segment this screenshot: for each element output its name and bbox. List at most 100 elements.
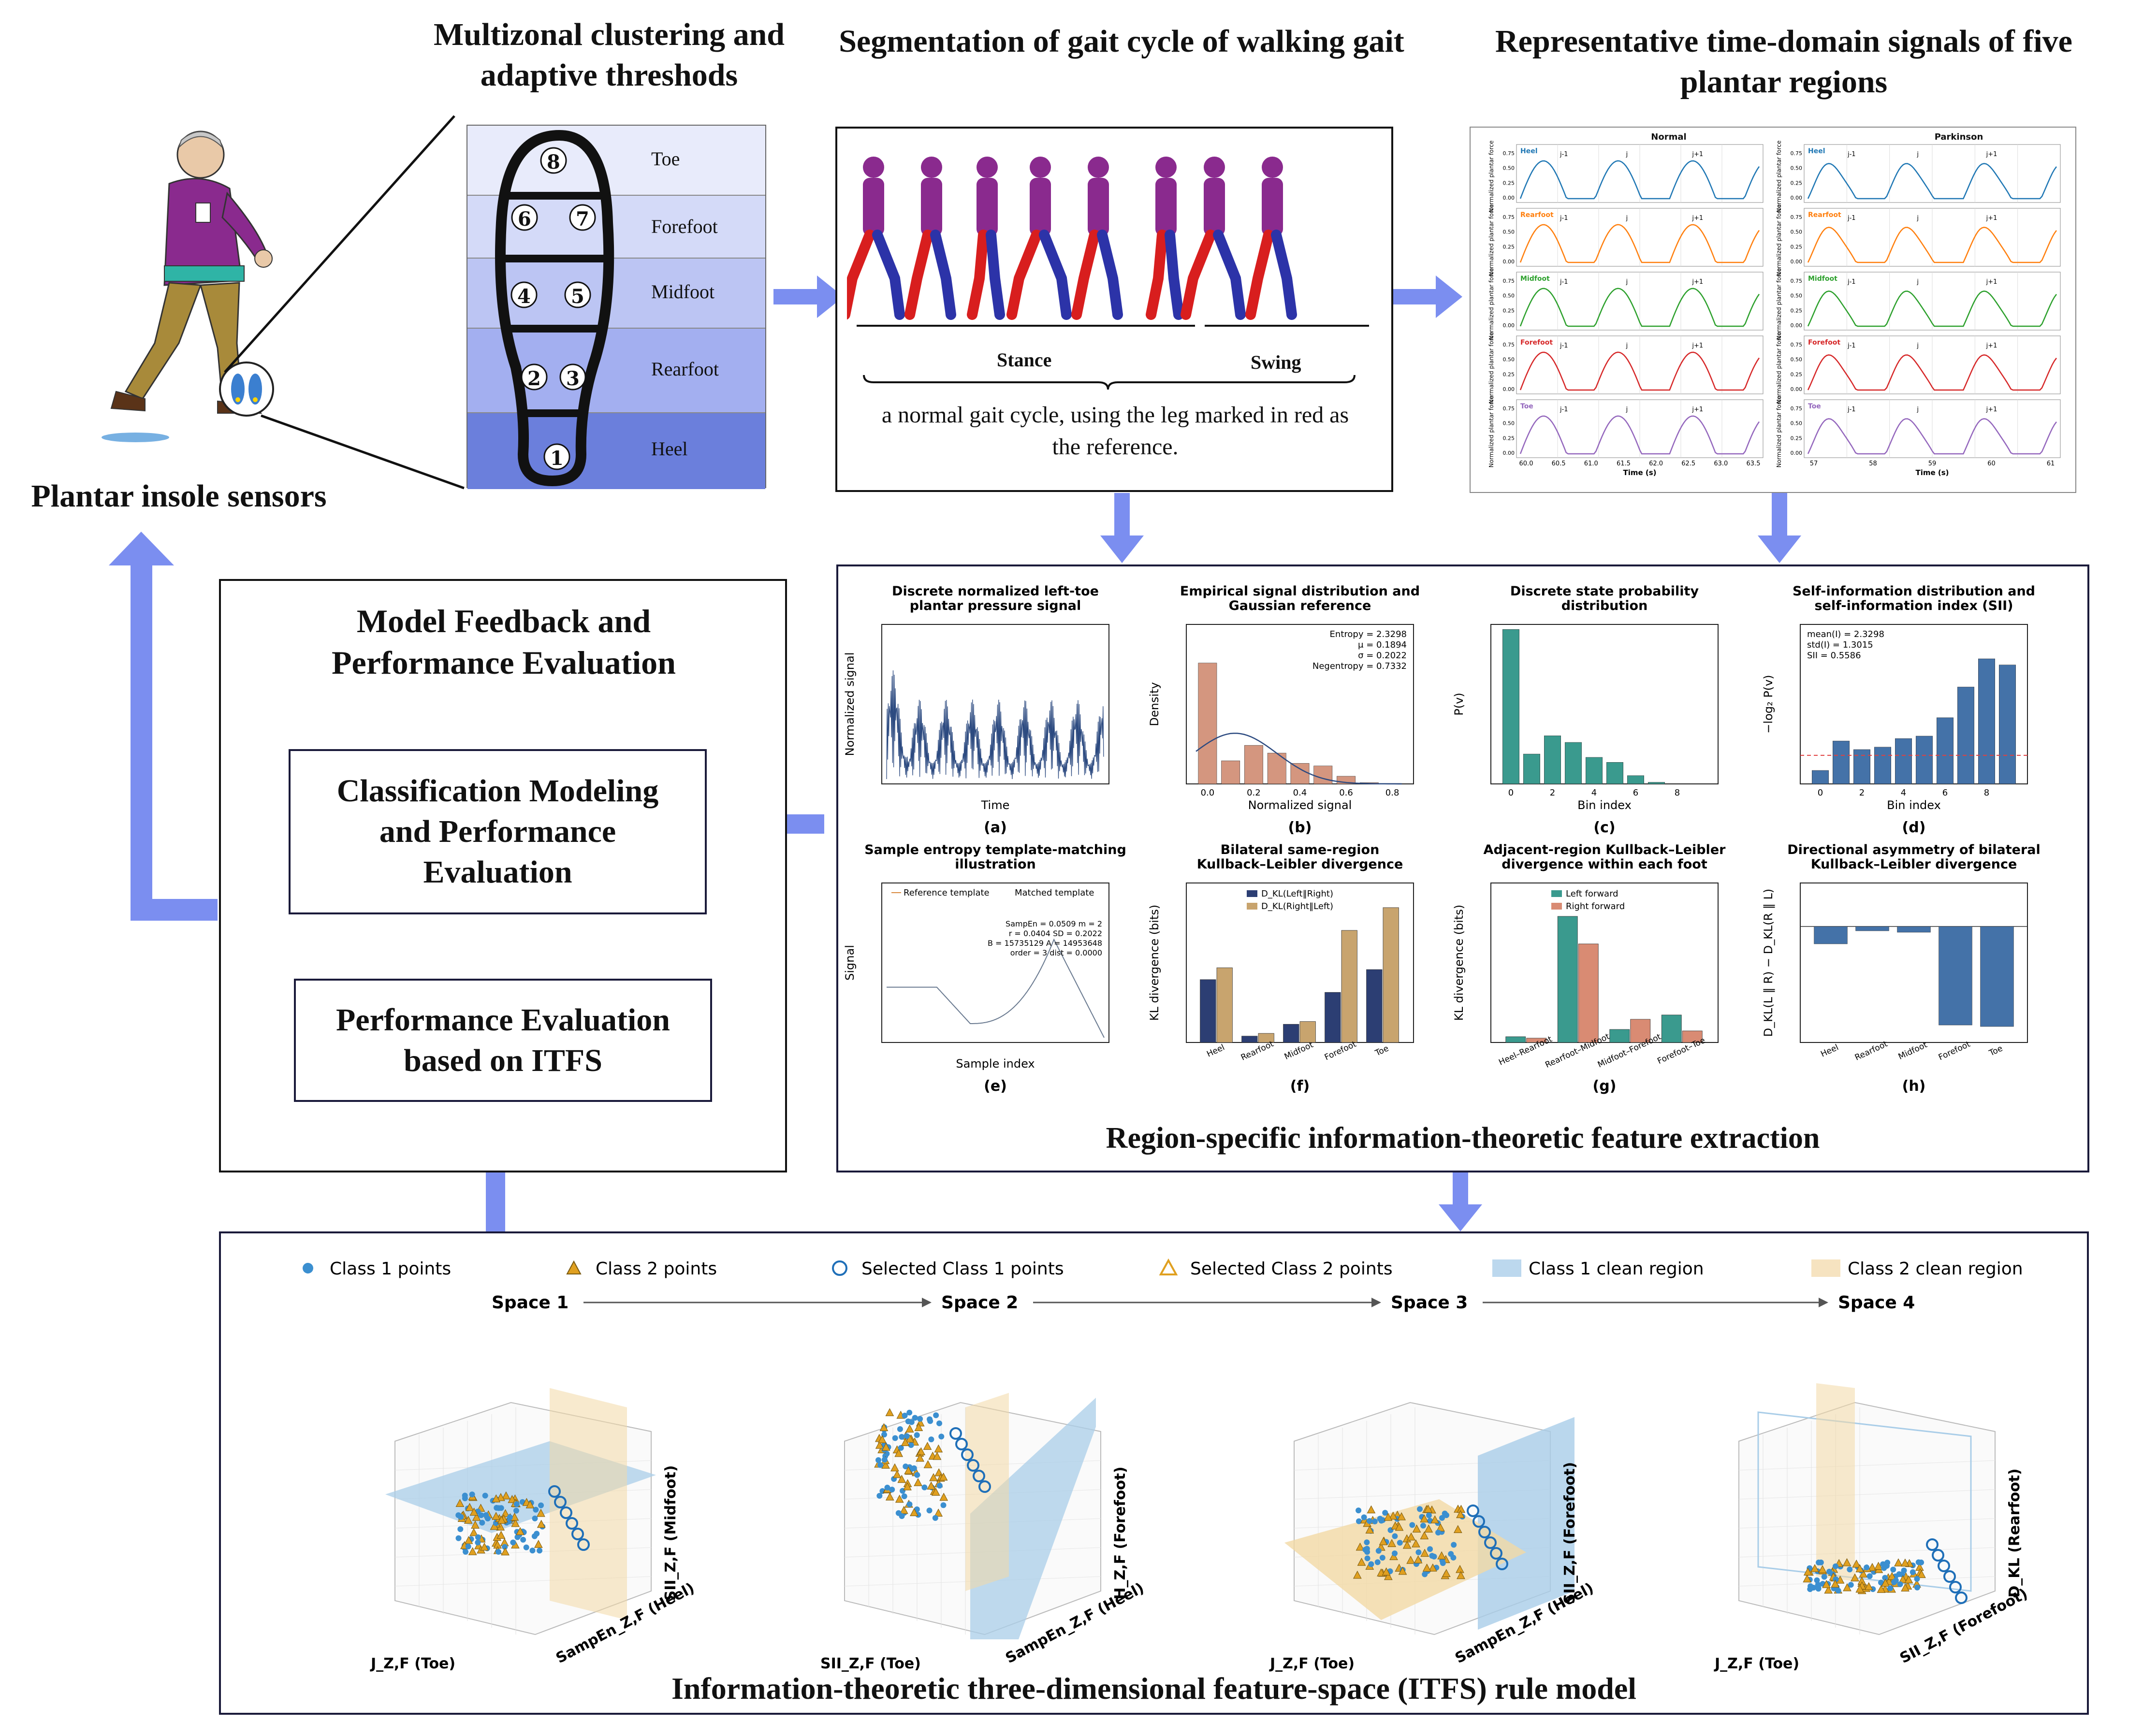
- feature-axes-frame: [881, 882, 1109, 1043]
- class1-point: [457, 1526, 464, 1533]
- selected-class1-point: [577, 1538, 590, 1551]
- zone-heel: [467, 413, 765, 489]
- class2-point: [496, 1531, 506, 1539]
- class2-point: [1397, 1512, 1406, 1520]
- class2-point: [917, 1447, 926, 1456]
- class1-point: [1371, 1519, 1378, 1525]
- feature-bar: [1609, 1029, 1630, 1043]
- class2-point: [480, 1542, 489, 1551]
- class1-point: [877, 1462, 884, 1468]
- zone-label-forefoot: Forefoot: [651, 216, 718, 237]
- walker-blue-leg: [1271, 230, 1297, 320]
- class2-point: [901, 1438, 910, 1446]
- class1-point: [884, 1484, 890, 1490]
- class1-point: [938, 1433, 945, 1440]
- class2-point: [516, 1527, 525, 1535]
- class1-point: [906, 1501, 913, 1507]
- class2-point: [1898, 1575, 1908, 1583]
- feature-panel-label: (g): [1593, 1078, 1617, 1095]
- signal-ytick: 0.25: [1503, 180, 1515, 186]
- class1-point: [1899, 1571, 1905, 1577]
- signal-ytick: 0.00: [1791, 386, 1803, 392]
- selected-class1-point: [973, 1470, 985, 1482]
- walker-head: [921, 157, 942, 178]
- classification-box[interactable]: Classification Modeling and Performance …: [289, 749, 707, 914]
- walker-torso: [977, 178, 998, 236]
- signal-xtick: 62.0: [1649, 460, 1663, 467]
- class2-point: [931, 1488, 940, 1496]
- feature-bar: [1366, 969, 1383, 1043]
- class2-point: [1901, 1558, 1910, 1567]
- feature-xtick: Midfoot: [1897, 1040, 1929, 1062]
- sensors-label: Plantar insole sensors: [31, 478, 327, 514]
- feature-bar: [1198, 663, 1217, 784]
- feature-bar: [1313, 766, 1333, 784]
- itfs-legend-item: Class 1 points: [303, 1259, 451, 1279]
- feature-bar: [1661, 1014, 1682, 1043]
- signal-ylabel: Normalized plantar force: [1776, 396, 1782, 468]
- feature-title: Discrete state probability: [1510, 584, 1699, 599]
- feature-chart-h: Directional asymmetry of bilateralKullba…: [1762, 842, 2041, 1095]
- feature-bar: [1526, 1038, 1547, 1043]
- class2-point: [894, 1448, 904, 1457]
- class1-point: [513, 1501, 520, 1507]
- feature-space-3: J_Z,F (Toe)SampEn_Z,F (Heel)SII_Z,F (For…: [1269, 1402, 1596, 1672]
- signal-cycle-label: j: [1626, 215, 1628, 222]
- class1-point: [1848, 1582, 1854, 1588]
- class1-point: [1366, 1518, 1372, 1524]
- feature-chart-c: Discrete state probabilitydistribution(c…: [1452, 584, 1719, 836]
- feature-legend-swatch: [1247, 903, 1257, 910]
- selected-class1-point: [1926, 1538, 1939, 1551]
- class1-point: [513, 1507, 519, 1514]
- class2-point: [1365, 1525, 1374, 1533]
- feature-ylabel: KL divergence (bits): [1452, 905, 1466, 1021]
- feature-xtick: 0.0: [1201, 788, 1215, 798]
- itfs-evaluation-box[interactable]: Performance Evaluation based on ITFS: [294, 979, 712, 1102]
- signal-ytick: 0.75: [1503, 214, 1515, 220]
- feature-bar: [1630, 1019, 1651, 1043]
- feature-bar: [1244, 745, 1263, 784]
- signal-ytick: 0.25: [1503, 244, 1515, 250]
- class1-point: [1866, 1573, 1873, 1579]
- class2-point: [501, 1491, 510, 1500]
- signal-xtick: 60: [1987, 460, 1996, 467]
- feature-title: Kullback–Leibler divergence: [1197, 857, 1403, 872]
- signal-ytick: 0.25: [1503, 307, 1515, 314]
- selected-class1-point: [560, 1506, 572, 1519]
- class2-point: [934, 1444, 943, 1453]
- class1-point: [914, 1472, 920, 1478]
- walker-red-leg: [1181, 230, 1216, 320]
- itfs-legend-item: Selected Class 2 points: [1159, 1258, 1393, 1279]
- class2-point: [492, 1494, 501, 1503]
- stance-label: Stance: [997, 349, 1052, 371]
- class2-point: [923, 1442, 932, 1450]
- feature-legend-label: Reference template: [904, 888, 990, 898]
- signal-ytick: 0.25: [1791, 307, 1803, 314]
- class1-point: [1833, 1576, 1839, 1582]
- sensor-3: 3: [566, 367, 580, 390]
- swing-label: Swing: [1251, 351, 1301, 373]
- class2-point: [490, 1521, 499, 1530]
- feature-panel-label: (d): [1902, 819, 1926, 836]
- signal-xtick: 62.5: [1681, 460, 1695, 467]
- feature-title: divergence within each foot: [1502, 857, 1707, 872]
- signal-ytick: 0.00: [1503, 322, 1515, 329]
- feature-space-2: SII_Z,F (Toe)SampEn_Z,F (Heel)H_Z,F (For…: [820, 1393, 1147, 1672]
- feature-xtick: Heel: [1205, 1042, 1226, 1059]
- class1-point: [1422, 1571, 1428, 1577]
- feature-legend-swatch: [1247, 890, 1257, 897]
- class1-point: [1409, 1522, 1415, 1528]
- zone-label-toe: Toe: [651, 148, 680, 170]
- walker-blue-leg: [930, 230, 956, 320]
- signal-xlabel: Time (s): [1915, 468, 1949, 477]
- class2-point: [910, 1508, 918, 1516]
- class2-point: [455, 1499, 465, 1507]
- class1-point: [906, 1409, 913, 1416]
- feature-stat: Entropy = 2.3298: [1330, 629, 1407, 639]
- itfs-legend-label: Class 1 points: [330, 1259, 451, 1279]
- feature-panel-label: (f): [1290, 1078, 1310, 1095]
- walker-blue-leg: [1165, 230, 1184, 320]
- signal-cycle-label: j: [1916, 215, 1919, 222]
- feature-stat: Negentropy = 0.7332: [1312, 661, 1407, 671]
